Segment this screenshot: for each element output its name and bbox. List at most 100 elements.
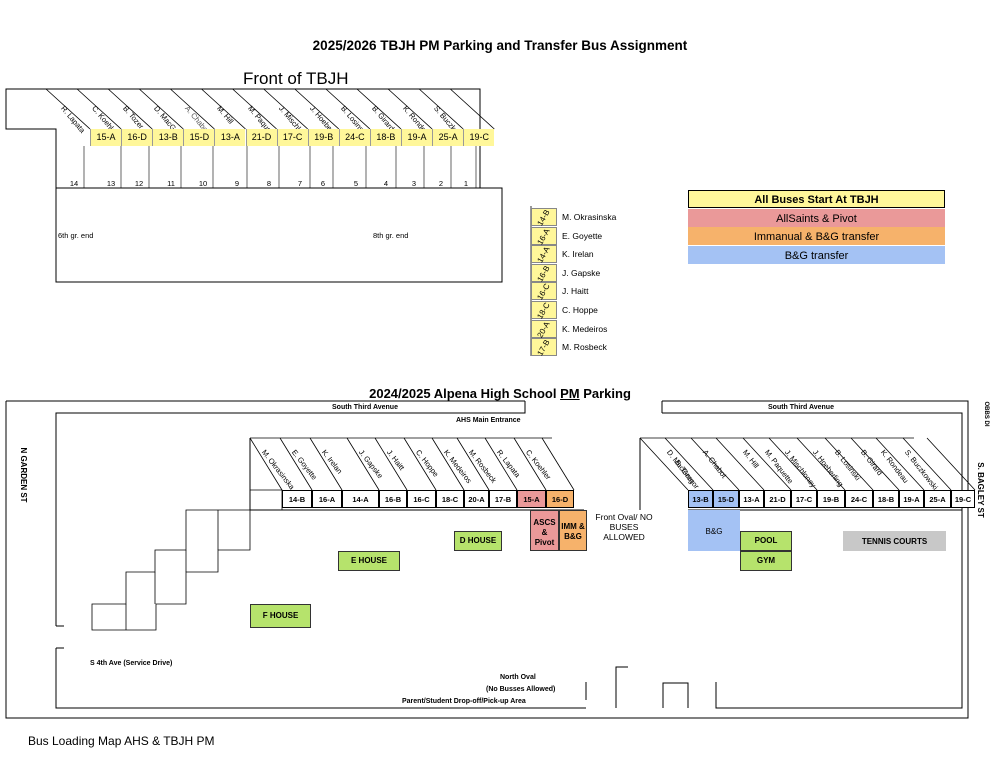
ahs-bus-cell: 16-A xyxy=(312,490,342,508)
ahs-bus-cell: 16-D xyxy=(546,490,574,508)
ahs-bus-cell: 18-B xyxy=(873,490,899,508)
side-bus-cell: 18-C xyxy=(531,301,557,321)
north-oval-label: North Oval xyxy=(500,674,536,681)
tbjh-stall-line xyxy=(170,88,215,130)
tbjh-stall-line xyxy=(139,88,184,130)
tbjh-bus-cell: 15-A xyxy=(90,129,122,146)
tbjh-bus-cell: 18-B xyxy=(369,129,401,146)
south-third-ave-left: South Third Avenue xyxy=(332,404,398,411)
ahs-bus-cell: 19-B xyxy=(817,490,845,508)
side-driver-name: M. Rosbeck xyxy=(562,342,607,353)
tbjh-slot-number: 7 xyxy=(297,179,303,188)
ahs-stall-line xyxy=(403,437,437,491)
tbjh-stall-line xyxy=(45,88,91,130)
ahs-bus-cell: 24-C xyxy=(845,490,873,508)
side-driver-name: K. Irelan xyxy=(562,249,594,260)
n-garden-st-label: N GARDEN ST xyxy=(19,447,28,502)
side-driver-name: J. Gapske xyxy=(562,267,601,278)
tbjh-slot-number: 11 xyxy=(167,179,175,188)
tbjh-bus-cell: 16-D xyxy=(121,129,153,146)
tbjh-bus-cell: 19-B xyxy=(307,129,339,146)
ahs-bus-cell: 13-B xyxy=(688,490,713,508)
ahs-bus-cell: 19-A xyxy=(899,490,924,508)
tbjh-stall-line xyxy=(263,88,308,130)
tennis-courts: TENNIS COURTS xyxy=(843,531,946,551)
pool-building: POOL xyxy=(740,531,792,551)
ahs-bus-cell: 17-B xyxy=(489,490,517,508)
ahs-stall-line xyxy=(768,437,818,491)
tbjh-bus-cell: 19-C xyxy=(463,129,495,146)
side-driver-name: J. Haitt xyxy=(562,286,589,297)
side-bus-cell: 16-A xyxy=(531,226,557,246)
tbjh-stall-line xyxy=(356,88,402,130)
ahs-stall-line xyxy=(309,437,343,491)
ahs-stall-line xyxy=(796,437,846,491)
bg-zone: B&G xyxy=(688,510,740,551)
side-driver-name: C. Hoppe xyxy=(562,305,598,315)
tbjh-stall-line xyxy=(294,88,340,130)
ascs-pivot-zone: ASCS & Pivot xyxy=(530,510,559,551)
ahs-stall-line xyxy=(541,437,575,491)
ahs-stall-line xyxy=(346,437,380,491)
ahs-stall-line xyxy=(456,437,490,491)
tbjh-slot-number: 9 xyxy=(234,179,240,188)
tbjh-slot-number: 14 xyxy=(69,179,79,188)
legend-item: Immanual & B&G transfer xyxy=(688,227,945,245)
tbjh-slot-number: 2 xyxy=(438,179,444,188)
ahs-stall-line xyxy=(513,437,547,491)
footer-caption: Bus Loading Map AHS & TBJH PM xyxy=(28,734,215,748)
tbjh-slot-number: 1 xyxy=(463,179,469,188)
tbjh-stall-line xyxy=(107,88,153,130)
s4th-ave-label: S 4th Ave (Service Drive) xyxy=(90,660,173,667)
tbjh-stall-line xyxy=(201,88,246,130)
tbjh-stall-line xyxy=(418,88,464,130)
side-driver-name: E. Goyette xyxy=(562,230,603,241)
side-driver-name: K. Medeiros xyxy=(562,323,608,334)
ahs-bus-cell: 14-B xyxy=(282,490,312,508)
sixth-grade-end-label: 6th gr. end xyxy=(58,231,94,240)
ahs-bus-cell: 20-A xyxy=(464,490,489,508)
side-driver-name: M. Okrasinska xyxy=(562,212,617,222)
tbjh-stall-line xyxy=(325,88,371,130)
ahs-stall-line xyxy=(850,437,900,491)
tbjh-bus-cell: 17-C xyxy=(276,129,308,146)
tbjh-bus-cell: 19-A xyxy=(401,129,433,146)
ahs-stall-line xyxy=(926,437,976,491)
tbjh-slot-number: 4 xyxy=(383,179,389,188)
gym-building: GYM xyxy=(740,551,792,571)
side-bus-cell: 17-B xyxy=(531,338,557,358)
obbs-label: OBBS DI xyxy=(983,401,989,426)
imm-bg-zone: IMM & B&G xyxy=(559,510,587,551)
side-bus-cell: 16-B xyxy=(531,263,557,283)
side-bus-cell: 20-A xyxy=(531,319,557,339)
f-house-building: F HOUSE xyxy=(250,604,311,628)
tbjh-slot-number: 8 xyxy=(266,179,272,188)
tbjh-slot-number: 10 xyxy=(198,179,208,188)
d-house-building: D HOUSE xyxy=(454,531,502,551)
ahs-bus-cell: 16-B xyxy=(379,490,407,508)
s-bagley-st-label: S. BAGLEY ST xyxy=(976,462,985,518)
no-busses-label: (No Busses Allowed) xyxy=(486,686,556,693)
ahs-bus-cell: 15-A xyxy=(517,490,546,508)
tbjh-stall-line xyxy=(76,88,122,130)
side-bus-cell: 16-C xyxy=(531,282,557,302)
ahs-stall-line xyxy=(690,437,740,491)
ahs-title: 2024/2025 Alpena High School PM Parking xyxy=(369,386,631,401)
ahs-stall-line xyxy=(742,437,792,491)
legend-item: AllSaints & Pivot xyxy=(688,208,945,227)
tbjh-stall-line xyxy=(450,88,495,130)
tbjh-bus-cell: 25-A xyxy=(432,129,464,146)
tbjh-slot-number: 6 xyxy=(320,179,326,188)
tbjh-slot-number: 13 xyxy=(106,179,116,188)
tbjh-slot-number: 5 xyxy=(353,179,359,188)
ahs-stall-line xyxy=(431,437,465,491)
tbjh-bus-cell: 24-C xyxy=(338,129,370,146)
ahs-stall-line xyxy=(279,437,313,491)
page-title: 2025/2026 TBJH PM Parking and Transfer B… xyxy=(312,38,688,53)
front-of-tbjh-label: Front of TBJH xyxy=(243,69,349,88)
south-third-ave-right: South Third Avenue xyxy=(768,404,834,411)
legend-item: B&G transfer xyxy=(688,245,945,264)
ahs-stall-line xyxy=(715,437,765,491)
ahs-stall-line xyxy=(824,437,874,491)
